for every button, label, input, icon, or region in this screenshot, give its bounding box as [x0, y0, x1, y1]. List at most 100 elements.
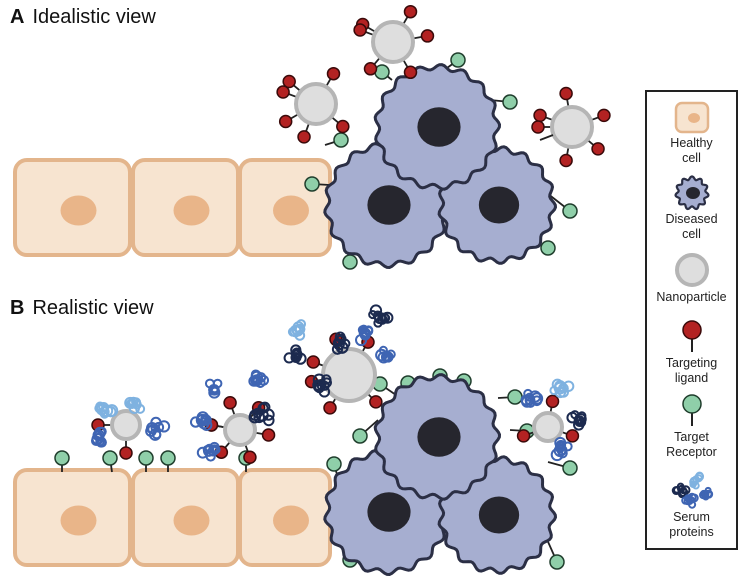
- targeting-ligand: [516, 429, 531, 443]
- serum-protein: [204, 378, 223, 399]
- diseased-cell-nucleus: [367, 492, 411, 532]
- targeting-ligand: [597, 108, 611, 123]
- panel-b-letter: B: [10, 297, 25, 319]
- diseased-cell-nucleus: [417, 417, 461, 457]
- legend-item-serum-proteins: Serum proteins: [647, 466, 736, 540]
- legend-label-ligand-1: Targeting: [665, 356, 718, 370]
- target-receptor: [160, 450, 176, 466]
- target-receptor: [374, 64, 390, 80]
- targeting-ligand: [306, 355, 321, 369]
- targeting-ligand: [363, 62, 378, 76]
- serum-protein: [283, 344, 307, 365]
- healthy-cell-nucleus: [273, 505, 309, 536]
- diseased-cell-nucleus: [367, 185, 411, 225]
- nanoparticle: [110, 409, 142, 441]
- targeting-ligand: [420, 29, 435, 43]
- legend-label-receptor-1: Target: [674, 430, 709, 444]
- legend-item-nanoparticle: Nanoparticle: [647, 250, 736, 305]
- legend-item-targeting-ligand: Targeting ligand: [647, 318, 736, 386]
- legend-item-diseased-cell: Diseased cell: [647, 174, 736, 242]
- ligand-receptor-bond: [539, 134, 554, 141]
- target-receptor: [304, 176, 320, 192]
- serum-protein: [287, 319, 307, 341]
- serum-protein: [124, 396, 146, 414]
- legend-label-ligand-2: ligand: [674, 371, 709, 385]
- legend-label-receptor-2: Receptor: [666, 445, 717, 459]
- legend-label-healthy-2: cell: [682, 151, 701, 165]
- diseased-cell-nucleus: [478, 496, 520, 534]
- serum-protein: [355, 324, 374, 347]
- serum-protein: [248, 369, 270, 388]
- healthy-cell-nucleus: [60, 195, 97, 226]
- healthy-cell-nucleus: [60, 505, 97, 536]
- serum-protein: [671, 482, 690, 499]
- target-receptor: [502, 94, 518, 110]
- diseased-cell-nucleus: [417, 107, 461, 147]
- targeting-ligand: [323, 401, 337, 415]
- serum-protein: [549, 378, 575, 399]
- targeting-ligand-icon: [681, 320, 702, 352]
- target-receptor: [102, 450, 118, 466]
- targeting-ligand: [403, 65, 418, 80]
- targeting-ligand: [369, 395, 383, 409]
- targeting-ligand: [326, 66, 341, 81]
- serum-proteins-icon: [671, 471, 713, 509]
- targeting-ligand: [223, 395, 237, 410]
- legend-item-target-receptor: Target Receptor: [647, 392, 736, 460]
- nanoparticle: [532, 411, 564, 443]
- target-receptor: [450, 52, 466, 68]
- target-receptor: [333, 132, 349, 148]
- diseased-cell-nucleus: [478, 186, 520, 224]
- target-receptor: [54, 450, 70, 466]
- healthy-cell-icon: [674, 101, 709, 134]
- target-receptor: [342, 254, 358, 270]
- nanoparticle: [550, 105, 594, 149]
- serum-protein: [680, 492, 699, 509]
- nanoparticle: [371, 20, 415, 64]
- serum-protein: [90, 426, 107, 448]
- targeting-ligand: [261, 428, 276, 442]
- healthy-cell-nucleus: [173, 195, 210, 226]
- serum-protein: [196, 441, 221, 462]
- panel-a-illustration: [13, 4, 611, 270]
- legend-box: Healthy cell Diseased cell Nanoparticle …: [645, 90, 738, 550]
- diseased-cell-icon: [674, 175, 709, 211]
- targeting-ligand: [278, 114, 293, 129]
- serum-protein: [566, 410, 587, 431]
- diagram-canvas: [13, 4, 611, 577]
- legend-label-proteins-1: Serum: [673, 510, 710, 524]
- serum-protein: [94, 401, 119, 419]
- targeting-ligand: [559, 153, 573, 168]
- serum-protein: [248, 401, 275, 427]
- serum-protein: [698, 486, 713, 501]
- legend-label-diseased-1: Diseased: [665, 212, 718, 226]
- serum-protein: [520, 388, 544, 408]
- targeting-ligand: [591, 142, 605, 156]
- target-receptor: [507, 389, 523, 405]
- target-receptor: [326, 456, 342, 472]
- target-receptor-icon: [681, 394, 702, 426]
- target-receptor: [138, 450, 154, 466]
- targeting-ligand: [336, 119, 350, 134]
- legend-label-nanoparticle: Nanoparticle: [656, 290, 727, 304]
- targeting-ligand: [531, 120, 545, 134]
- legend-label-diseased-2: cell: [682, 227, 701, 241]
- serum-protein: [331, 331, 351, 355]
- healthy-cell-nucleus: [273, 195, 309, 226]
- targeting-ligand: [403, 4, 418, 19]
- target-receptor: [540, 240, 556, 256]
- targeting-ligand: [545, 394, 560, 409]
- targeting-ligand: [353, 23, 367, 37]
- serum-protein: [189, 411, 213, 431]
- target-receptor: [562, 460, 578, 476]
- targeting-ligand: [533, 108, 547, 123]
- nanoparticle-icon: [674, 253, 709, 287]
- legend-item-healthy-cell: Healthy cell: [647, 100, 736, 166]
- nanoparticle: [294, 82, 338, 126]
- serum-protein: [550, 436, 573, 462]
- serum-protein: [312, 373, 332, 398]
- serum-protein: [368, 304, 394, 328]
- targeting-ligand: [243, 450, 257, 465]
- target-receptor: [562, 203, 578, 219]
